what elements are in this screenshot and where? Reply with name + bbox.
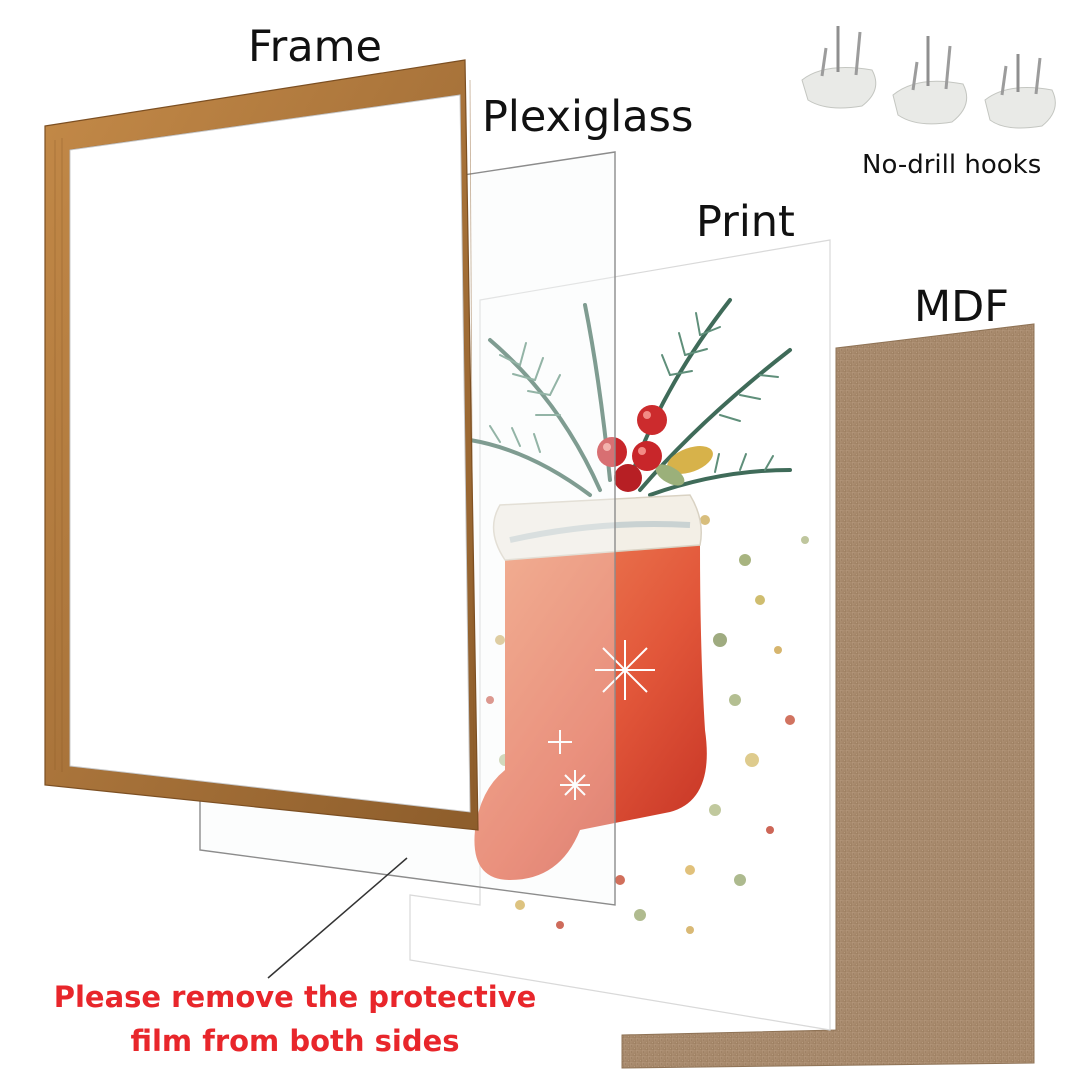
confetti-dots (486, 515, 809, 934)
print-label: Print (696, 197, 795, 247)
hook-2 (892, 36, 968, 125)
hook-3 (984, 54, 1056, 129)
note-line-1: Please remove the protective (53, 980, 537, 1014)
callout-line (267, 857, 408, 979)
pine-branches (468, 298, 792, 497)
plexiglass-label: Plexiglass (482, 92, 694, 142)
frame-label: Frame (248, 22, 382, 72)
print-sheet (409, 239, 831, 1031)
no-drill-hooks (801, 26, 1056, 129)
mdf-board (621, 323, 1035, 1069)
snowflake-decoration (548, 640, 655, 800)
protective-film-note: Please remove the protective film from b… (0, 975, 590, 1063)
note-line-2: film from both sides (130, 1024, 460, 1058)
hook-1 (801, 26, 877, 109)
holly-berries (597, 405, 667, 492)
wooden-frame (44, 59, 479, 831)
mdf-label: MDF (914, 282, 1009, 332)
hooks-label: No-drill hooks (862, 150, 1042, 180)
stocking (474, 494, 707, 880)
